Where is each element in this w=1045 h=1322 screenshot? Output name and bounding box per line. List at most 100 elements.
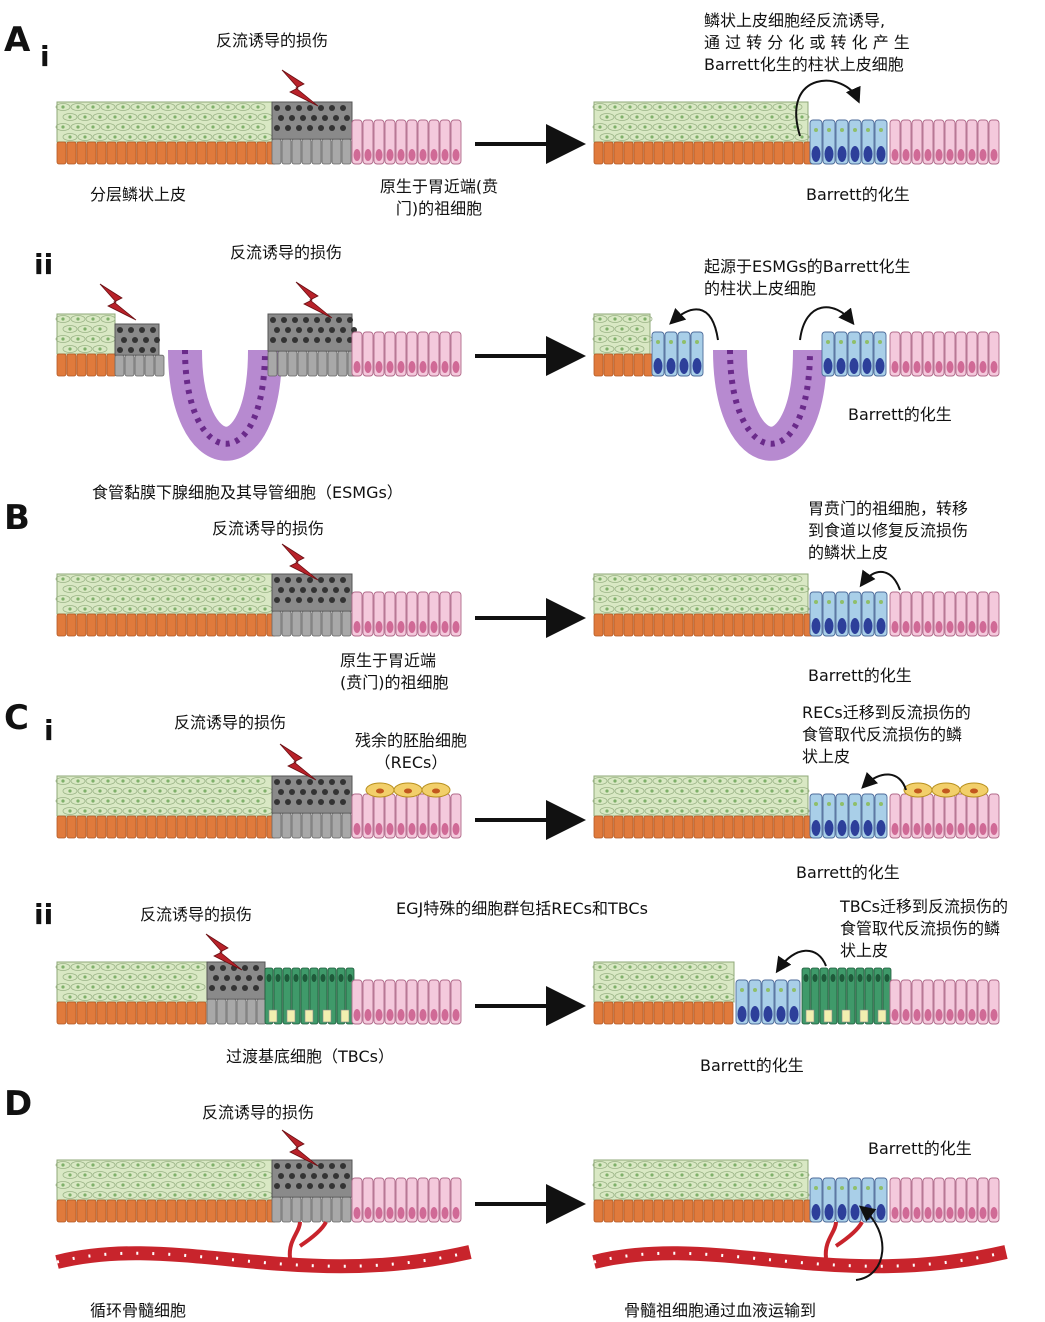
squamous-nucleus bbox=[76, 317, 80, 321]
squamous-cell bbox=[227, 585, 243, 593]
squamous-cell bbox=[674, 973, 690, 981]
squamous-cell bbox=[592, 575, 608, 583]
basal-cell bbox=[146, 613, 157, 637]
squamous-cell bbox=[659, 993, 675, 1001]
squamous-nucleus bbox=[688, 1183, 692, 1187]
squamous-cell bbox=[734, 585, 750, 593]
basal-cell bbox=[783, 1199, 794, 1223]
basal-cell bbox=[126, 1001, 137, 1025]
basal-cell bbox=[623, 353, 634, 377]
squamous-nucleus bbox=[263, 115, 267, 119]
squamous-nucleus bbox=[158, 995, 162, 999]
squamous-cell bbox=[779, 113, 795, 121]
basal-cell bbox=[116, 815, 127, 839]
squamous-cell bbox=[152, 807, 168, 815]
goblet-granule bbox=[753, 988, 757, 992]
goblet-granule bbox=[656, 340, 660, 344]
squamous-nucleus bbox=[211, 577, 215, 581]
injured-nucleus bbox=[311, 789, 317, 795]
injured-nucleus bbox=[235, 975, 241, 981]
basal-cell bbox=[623, 815, 634, 839]
squamous-cell bbox=[250, 103, 266, 111]
panel-letter-c: C bbox=[4, 698, 29, 738]
squamous-nucleus bbox=[680, 809, 684, 813]
squamous-cell bbox=[70, 103, 86, 111]
squamous-cell bbox=[235, 797, 251, 805]
squamous-cell bbox=[794, 133, 810, 141]
squamous-nucleus bbox=[718, 1163, 722, 1167]
squamous-nucleus bbox=[248, 789, 252, 793]
squamous-nucleus bbox=[718, 779, 722, 783]
gland-tube bbox=[713, 349, 827, 461]
squamous-cell bbox=[130, 1181, 146, 1189]
squamous-cell bbox=[152, 973, 168, 981]
basal-cell bbox=[56, 1199, 67, 1223]
gastric-nucleus bbox=[946, 621, 954, 633]
squamous-nucleus bbox=[770, 789, 774, 793]
squamous-cell bbox=[250, 1181, 266, 1189]
squamous-cell bbox=[727, 777, 743, 785]
squamous-cell bbox=[719, 1171, 735, 1179]
squamous-nucleus bbox=[718, 597, 722, 601]
gastric-nucleus bbox=[913, 1207, 921, 1219]
injured-nucleus bbox=[329, 125, 335, 131]
squamous-cell bbox=[92, 973, 108, 981]
squamous-nucleus bbox=[106, 1163, 110, 1167]
squamous-nucleus bbox=[755, 607, 759, 611]
squamous-cell bbox=[592, 963, 608, 971]
squamous-nucleus bbox=[61, 1183, 65, 1187]
squamous-nucleus bbox=[605, 975, 609, 979]
squamous-cell bbox=[92, 807, 108, 815]
panel-d bbox=[55, 1129, 1008, 1281]
squamous-cell bbox=[130, 777, 146, 785]
squamous-nucleus bbox=[91, 577, 95, 581]
basal-cell bbox=[176, 141, 187, 165]
basal-cell bbox=[723, 815, 734, 839]
squamous-cell bbox=[175, 983, 191, 991]
squamous-nucleus bbox=[158, 1193, 162, 1197]
panel-a-i-roman: i bbox=[40, 40, 50, 73]
squamous-cell bbox=[644, 113, 660, 121]
basal-cell bbox=[246, 815, 257, 839]
injured-nucleus bbox=[270, 337, 276, 343]
squamous-cell bbox=[794, 807, 810, 815]
squamous-nucleus bbox=[181, 985, 185, 989]
gastric-nucleus bbox=[935, 621, 943, 633]
injured-nucleus bbox=[296, 327, 302, 333]
squamous-layer bbox=[56, 775, 273, 817]
squamous-nucleus bbox=[598, 985, 602, 989]
squamous-cell bbox=[205, 777, 221, 785]
squamous-cell bbox=[130, 103, 146, 111]
squamous-nucleus bbox=[76, 1183, 80, 1187]
tbc-nucleus bbox=[293, 974, 299, 982]
squamous-nucleus bbox=[136, 779, 140, 783]
squamous-cell bbox=[682, 983, 698, 991]
squamous-nucleus bbox=[733, 597, 737, 601]
squamous-nucleus bbox=[763, 125, 767, 129]
squamous-nucleus bbox=[613, 1163, 617, 1167]
squamous-cell bbox=[764, 1191, 780, 1199]
squamous-nucleus bbox=[748, 779, 752, 783]
squamous-nucleus bbox=[748, 1183, 752, 1187]
squamous-cell bbox=[637, 1161, 653, 1169]
squamous-cell bbox=[599, 133, 615, 141]
squamous-nucleus bbox=[83, 995, 87, 999]
squamous-cell bbox=[704, 993, 720, 1001]
gastric-nucleus bbox=[353, 621, 361, 633]
basal-cell bbox=[236, 1199, 247, 1223]
basal-cell bbox=[106, 815, 117, 839]
gland-tube bbox=[168, 349, 282, 461]
gastric-nucleus bbox=[913, 1009, 921, 1021]
squamous-cell bbox=[167, 787, 183, 795]
injured-nucleus bbox=[128, 327, 134, 333]
squamous-cell bbox=[107, 113, 123, 121]
basal-cell bbox=[136, 613, 147, 637]
squamous-cell bbox=[637, 103, 653, 111]
basal-cell bbox=[106, 141, 117, 165]
squamous-nucleus bbox=[703, 597, 707, 601]
injured-basal-cell bbox=[271, 610, 282, 637]
squamous-nucleus bbox=[113, 587, 117, 591]
squamous-cell bbox=[122, 113, 138, 121]
squamous-nucleus bbox=[800, 1173, 804, 1177]
squamous-nucleus bbox=[256, 125, 260, 129]
